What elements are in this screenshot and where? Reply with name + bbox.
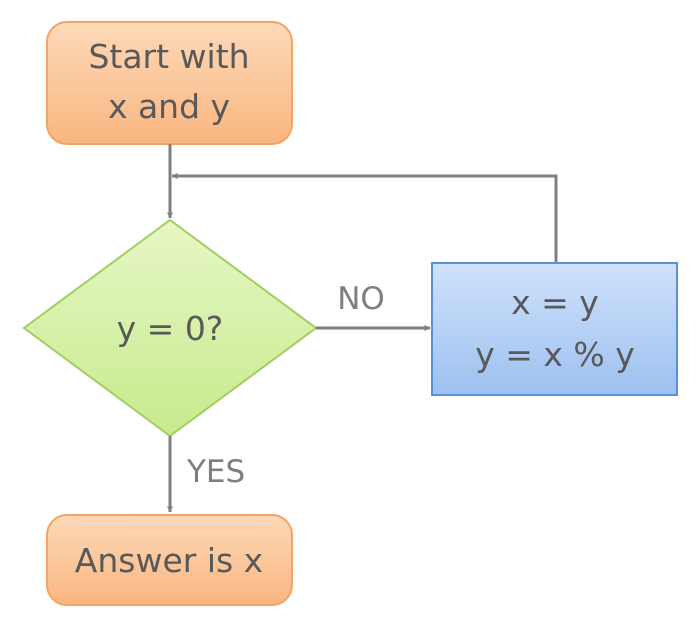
process-node: x = y y = x % y	[431, 262, 678, 396]
yes-label: YES	[186, 454, 245, 490]
decision-node-label: y = 0?	[117, 309, 224, 348]
start-node: Start with x and y	[46, 21, 293, 145]
no-label: NO	[337, 281, 385, 317]
connector-loop-back	[171, 173, 558, 262]
process-node-shape	[431, 262, 678, 396]
process-node-line1: x = y	[511, 283, 599, 322]
decision-node: y = 0?	[22, 218, 318, 438]
end-node-shape	[46, 514, 293, 606]
start-node-line2: x and y	[108, 87, 230, 126]
start-node-line1: Start with	[88, 37, 249, 76]
process-node-line2: y = x % y	[475, 335, 635, 374]
end-node: Answer is x	[46, 514, 293, 606]
end-node-label: Answer is x	[75, 541, 263, 580]
